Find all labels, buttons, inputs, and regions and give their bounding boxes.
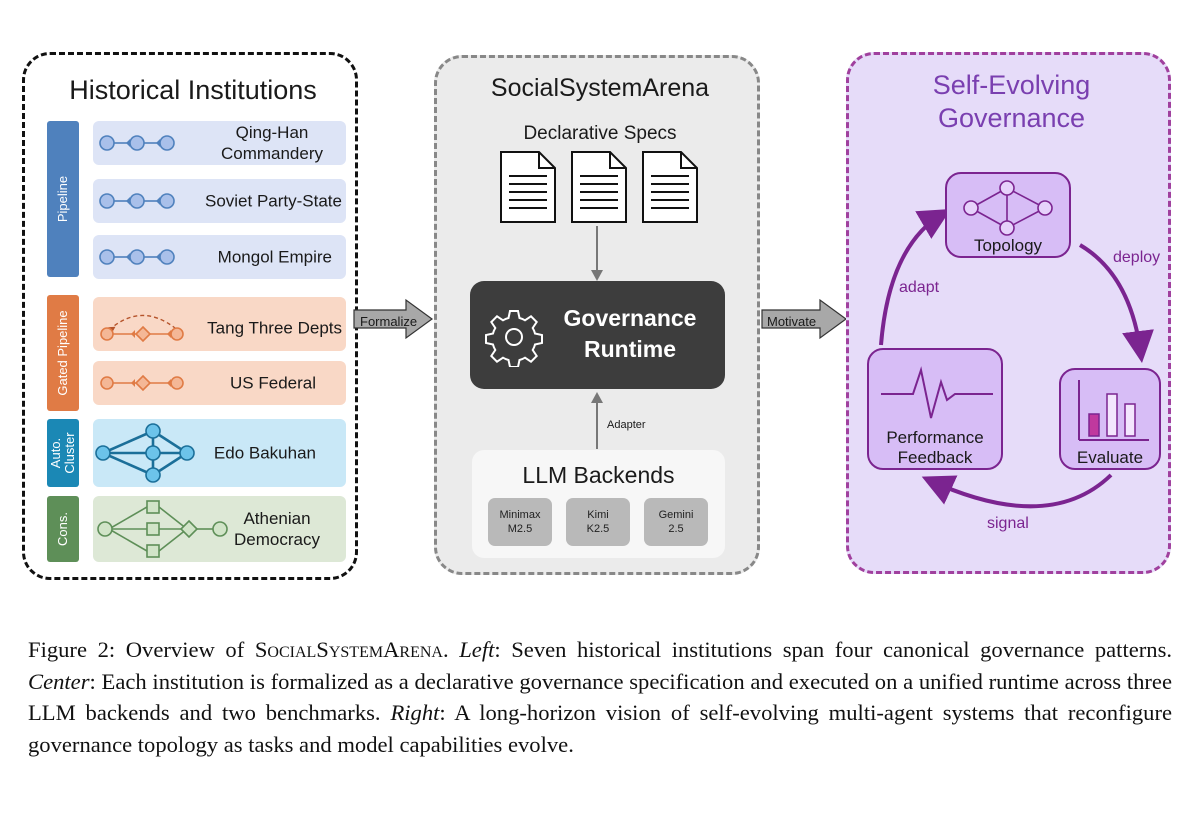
institution-label: Athenian Democracy — [234, 509, 320, 549]
institution-label: Qing-Han Commandery — [220, 123, 324, 163]
evaluate-node: Evaluate — [1059, 368, 1161, 470]
adapt-edge-label: adapt — [899, 279, 940, 296]
cluster-graph-icon — [95, 423, 195, 483]
left-panel-title: Historical Institutions — [69, 75, 317, 105]
group-label-auto-cluster: Auto. Cluster — [48, 432, 77, 474]
gated-pipeline-icon — [100, 374, 184, 392]
institution-row: Edo Bakuhan — [93, 419, 346, 487]
signal-edge-label: signal — [987, 515, 1029, 532]
historical-institutions-panel: Historical Institutions Pipeline Gated P… — [22, 52, 358, 580]
governance-runtime-box: Governance Runtime — [470, 281, 725, 389]
pipeline-chain-icon — [99, 249, 175, 265]
adapter-arrow — [591, 392, 603, 449]
llm-backends-label: LLM Backends — [522, 462, 675, 488]
backend-name: Kimi K2.5 — [586, 509, 610, 535]
bar-chart-icon — [1078, 380, 1149, 441]
topology-graph-icon — [963, 180, 1053, 236]
backend-chip-gemini: Gemini 2.5 — [644, 498, 708, 546]
institution-label: US Federal — [230, 373, 316, 393]
deploy-edge-label: deploy — [1113, 249, 1161, 266]
group-bar-auto-cluster: Auto. Cluster — [47, 419, 79, 487]
document-icon — [571, 151, 627, 223]
group-bar-pipeline: Pipeline — [47, 121, 79, 277]
document-icon — [642, 151, 698, 223]
performance-feedback-node: Performance Feedback — [867, 348, 1003, 470]
motivate-arrow — [761, 298, 848, 340]
caption-right-text: : A long-horizon vision of self-evolving… — [28, 700, 1173, 757]
institution-label: Edo Bakuhan — [213, 443, 316, 463]
institution-row: Athenian Democracy — [93, 496, 346, 562]
caption-right-label: Right — [390, 700, 440, 725]
caption-center-text: : Each institution is formalized as a de… — [28, 668, 1172, 726]
social-system-arena-panel: SocialSystemArena Declarative Specs — [434, 55, 760, 575]
evaluate-label: Evaluate — [1076, 448, 1144, 467]
overview-diagram: Historical Institutions Pipeline Gated P… — [22, 52, 1171, 580]
institution-label: Soviet Party-State — [204, 191, 342, 211]
backend-chip-minimax: Minimax M2.5 — [488, 498, 552, 546]
consensus-graph-icon — [97, 500, 228, 558]
caption-left-text: : Seven historical institutions span fou… — [494, 637, 1173, 662]
governance-runtime-label: Governance Runtime — [563, 305, 697, 362]
group-label-gated-pipeline: Gated Pipeline — [55, 310, 70, 396]
group-bar-consensus: Cons. — [47, 496, 79, 562]
backend-name: Minimax M2.5 — [499, 509, 541, 535]
right-panel-title: Self-Evolving Governance — [932, 70, 1091, 133]
caption-prefix: Figure 2: Overview of — [28, 637, 255, 662]
declarative-specs-label: Declarative Specs — [523, 123, 677, 144]
figure-caption: Figure 2: Overview of SocialSystemArena.… — [28, 634, 1172, 760]
backend-name: Gemini 2.5 — [658, 509, 694, 535]
institution-row: Mongol Empire — [93, 235, 346, 279]
document-icon — [500, 151, 556, 223]
backend-chip-kimi: Kimi K2.5 — [566, 498, 630, 546]
pipeline-chain-icon — [99, 135, 175, 151]
formalize-label: Formalize — [360, 314, 418, 329]
institution-row: Tang Three Depts — [93, 297, 346, 351]
signal-waveform-icon — [881, 366, 993, 419]
group-label-consensus: Cons. — [55, 512, 70, 546]
llm-backends-box: LLM Backends Minimax M2.5 Kimi K2.5 Gemi… — [472, 450, 725, 558]
gated-pipeline-icon — [100, 314, 184, 343]
group-label-pipeline: Pipeline — [55, 175, 70, 223]
institution-row: Qing-Han Commandery — [93, 121, 346, 165]
adapter-label: Adapter — [607, 419, 646, 431]
caption-system-name: SocialSystemArena — [254, 637, 443, 662]
institution-label: Mongol Empire — [217, 247, 332, 267]
caption-center-label: Center — [28, 668, 90, 694]
formalize-arrow — [353, 298, 434, 340]
gear-icon — [485, 310, 543, 367]
group-bar-gated-pipeline: Gated Pipeline — [47, 295, 79, 411]
specs-to-runtime-arrow — [591, 226, 603, 281]
self-evolving-governance-panel: Self-Evolving Governance — [846, 52, 1171, 574]
topology-label: Topology — [973, 236, 1043, 255]
institution-label: Tang Three Depts — [207, 318, 342, 338]
institution-row: Soviet Party-State — [93, 179, 346, 223]
caption-after-name: . — [442, 637, 460, 662]
performance-feedback-label: Performance Feedback — [886, 428, 984, 467]
feedback-cycle-arrows — [879, 208, 1154, 509]
institution-row: US Federal — [93, 361, 346, 405]
pipeline-chain-icon — [99, 193, 175, 209]
center-panel-title: SocialSystemArena — [490, 74, 710, 102]
topology-node: Topology — [945, 172, 1071, 258]
motivate-label: Motivate — [767, 314, 817, 329]
caption-left-label: Left — [459, 637, 495, 662]
